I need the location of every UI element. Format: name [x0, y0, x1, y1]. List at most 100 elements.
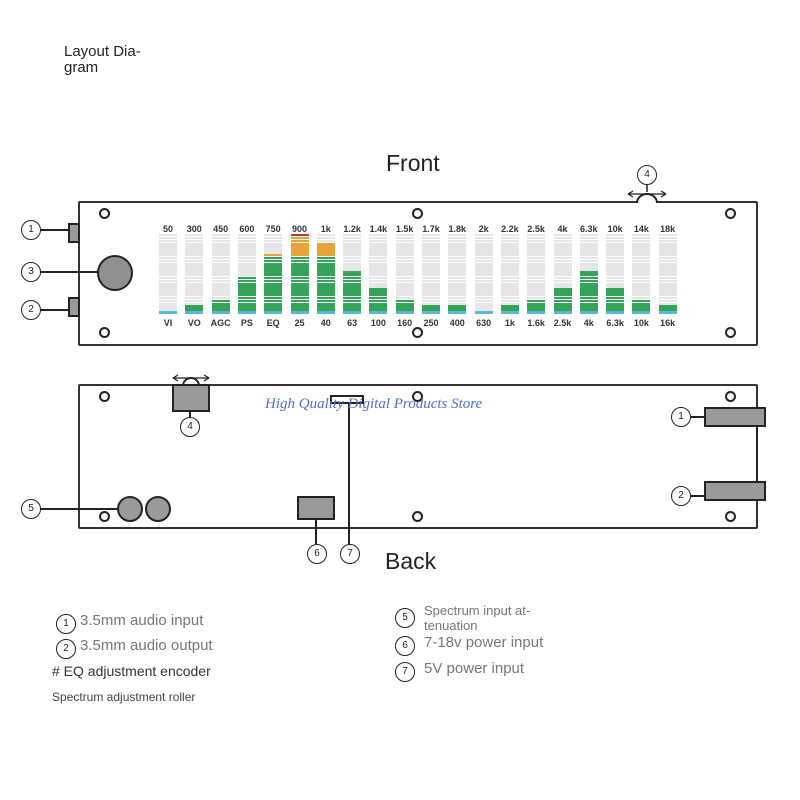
- audio-input-jack-back: [704, 407, 766, 427]
- spectrum-segment: [395, 296, 414, 300]
- spectrum-segment: [343, 239, 362, 243]
- spectrum-segment: [658, 273, 677, 277]
- spectrum-segment: [422, 242, 440, 245]
- spectrum-segment: [579, 245, 598, 248]
- spectrum-segment: [527, 239, 546, 243]
- spectrum-segment: [395, 282, 414, 286]
- spectrum-segment: [211, 259, 230, 263]
- spectrum-segment: [422, 271, 440, 274]
- spectrum-segment: [237, 251, 256, 254]
- spectrum-segment: [159, 248, 177, 251]
- spectrum-segment: [343, 259, 362, 263]
- spectrum-segment: [185, 268, 204, 271]
- spectrum-segment: [474, 239, 493, 243]
- spectrum-segment: [290, 271, 309, 274]
- spectrum-segment: [211, 233, 230, 237]
- leader-line: [40, 309, 68, 311]
- spectrum-segment: [159, 311, 177, 314]
- spectrum-segment: [290, 239, 309, 243]
- spectrum-segment: [159, 253, 177, 257]
- spectrum-segment: [237, 276, 256, 280]
- spectrum-segment: [606, 299, 625, 303]
- spectrum-segment: [658, 305, 677, 308]
- spectrum-segment: [316, 273, 335, 277]
- spectrum-segment: [211, 251, 230, 254]
- spectrum-segment: [658, 268, 677, 271]
- frequency-label-bottom: 1k: [504, 318, 515, 328]
- spectrum-segment: [448, 296, 467, 300]
- spectrum-segment: [422, 253, 440, 257]
- spectrum-segment: [316, 242, 335, 245]
- frequency-label-bottom: 100: [370, 318, 386, 328]
- spectrum-segment: [632, 293, 651, 297]
- spectrum-segment: [185, 276, 204, 280]
- spectrum-segment: [658, 285, 677, 288]
- frequency-label-top: 2k: [478, 224, 489, 234]
- spectrum-segment: [500, 236, 519, 240]
- spectrum-segment: [553, 279, 572, 283]
- spectrum-segment: [658, 251, 677, 254]
- spectrum-segment: [474, 259, 493, 263]
- spectrum-segment: [606, 236, 625, 240]
- spectrum-segment: [658, 299, 677, 303]
- spectrum-segment: [237, 256, 256, 260]
- spectrum-segment: [159, 265, 177, 268]
- spectrum-segment: [159, 293, 177, 297]
- spectrum-segment: [527, 271, 546, 274]
- spectrum-segment: [448, 276, 467, 280]
- spectrum-segment: [579, 259, 598, 263]
- spectrum-segment: [290, 279, 309, 283]
- spectrum-segment: [658, 233, 677, 237]
- spectrum-segment: [316, 279, 335, 283]
- spectrum-segment: [264, 302, 283, 306]
- spectrum-segment: [527, 293, 546, 297]
- spectrum-segment: [290, 251, 309, 254]
- spectrum-segment: [500, 293, 519, 297]
- spectrum-segment: [527, 236, 546, 240]
- spectrum-segment: [632, 259, 651, 263]
- spectrum-segment: [658, 253, 677, 257]
- spectrum-segment: [658, 245, 677, 248]
- spectrum-segment: [606, 271, 625, 274]
- spectrum-segment: [237, 285, 256, 288]
- mounting-hole: [99, 511, 110, 522]
- spectrum-segment: [264, 305, 283, 308]
- spectrum-segment: [395, 305, 414, 308]
- spectrum-segment: [553, 248, 572, 251]
- spectrum-segment: [474, 296, 493, 300]
- leader-line: [189, 412, 191, 418]
- mounting-hole: [725, 391, 736, 402]
- frequency-label-bottom: 40: [320, 318, 331, 328]
- spectrum-segment: [422, 273, 440, 277]
- spectrum-segment: [422, 305, 440, 308]
- spectrum-segment: [553, 291, 572, 294]
- spectrum-segment: [237, 268, 256, 271]
- spectrum-segment: [500, 305, 519, 308]
- spectrum-segment: [500, 273, 519, 277]
- spectrum-segment: [579, 256, 598, 260]
- legend-number-6: 6: [395, 636, 415, 656]
- spectrum-segment: [579, 311, 598, 314]
- spectrum-segment: [237, 296, 256, 300]
- spectrum-segment: [632, 256, 651, 260]
- spectrum-segment: [658, 256, 677, 260]
- spectrum-segment: [316, 265, 335, 268]
- spectrum-segment: [579, 302, 598, 306]
- spectrum-segment: [579, 242, 598, 245]
- mounting-hole: [99, 391, 110, 402]
- spectrum-segment: [369, 233, 388, 237]
- spectrum-segment: [448, 293, 467, 297]
- spectrum-segment: [632, 296, 651, 300]
- spectrum-segment: [211, 288, 230, 291]
- spectrum-segment: [527, 299, 546, 303]
- spectrum-segment: [343, 311, 362, 314]
- spectrum-segment: [606, 248, 625, 251]
- spectrum-segment: [185, 299, 204, 303]
- spectrum-segment: [500, 253, 519, 257]
- spectrum-segment: [606, 279, 625, 283]
- spectrum-segment: [264, 259, 283, 263]
- spectrum-segment: [553, 253, 572, 257]
- callout-1-back: 1: [671, 407, 691, 427]
- spectrum-segment: [343, 268, 362, 271]
- spectrum-segment: [422, 299, 440, 303]
